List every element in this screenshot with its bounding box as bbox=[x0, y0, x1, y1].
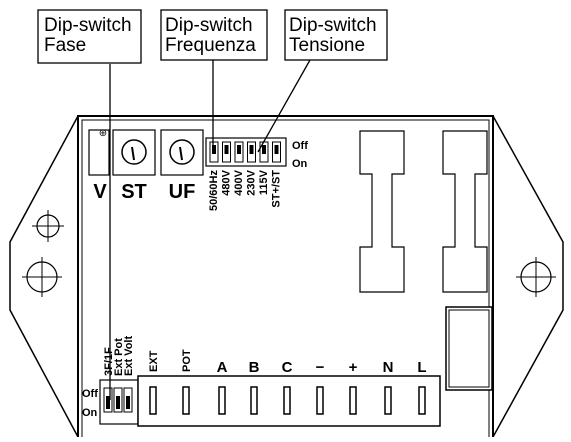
st-label: ST bbox=[121, 181, 147, 203]
dip-top-label-400v: 400V bbox=[233, 169, 245, 195]
dip-top-switch-400v[interactable] bbox=[234, 141, 244, 163]
callout-frequenza-line2: Frequenza bbox=[165, 35, 256, 56]
mounting-plate-outline bbox=[9, 115, 564, 438]
callout-frequenza: Dip-switch Frequenza bbox=[160, 9, 268, 61]
dip-bottom-on-label: On bbox=[82, 407, 98, 419]
terminal-minus[interactable] bbox=[349, 386, 357, 415]
terminal-b[interactable] bbox=[250, 386, 258, 415]
side-connector-outer bbox=[445, 306, 493, 391]
dip-top-on-label: On bbox=[292, 158, 308, 170]
dip-top-label-st-st: ST+/ST bbox=[271, 170, 283, 208]
terminal-label-pot: POT bbox=[181, 349, 193, 372]
terminal-label-plus: + bbox=[349, 359, 358, 376]
terminal-l[interactable] bbox=[418, 386, 426, 415]
side-connector-inner bbox=[448, 309, 490, 388]
callout-tensione: Dip-switch Tensione bbox=[284, 9, 388, 61]
dip-top-label-115v: 115V bbox=[258, 169, 270, 195]
terminal-label-l: L bbox=[417, 359, 426, 376]
mounting-hole-right bbox=[516, 257, 556, 297]
st-trimmer[interactable] bbox=[112, 129, 156, 176]
module-outline bbox=[77, 115, 494, 437]
terminal-pot[interactable] bbox=[182, 386, 190, 415]
dip-bottom-label-3f-1f: 3F/1F bbox=[103, 347, 115, 376]
callout-tensione-line1: Dip-switch bbox=[289, 15, 377, 36]
dip-top-switch-50-60hz[interactable] bbox=[209, 141, 219, 163]
dip-top-switch-115v[interactable] bbox=[259, 141, 269, 163]
dip-top-label-230v: 230V bbox=[246, 169, 258, 195]
terminal-c[interactable] bbox=[283, 386, 291, 415]
dip-bottom-switch-3f-1f[interactable] bbox=[103, 387, 113, 413]
terminal-a[interactable] bbox=[218, 386, 226, 415]
module-inner-outline bbox=[81, 119, 490, 437]
dip-top-switch-230v[interactable] bbox=[247, 141, 256, 163]
mounting-hole-left-large bbox=[22, 257, 62, 297]
dip-top-switch-st-st[interactable] bbox=[272, 141, 281, 163]
dip-top-off-label: Off bbox=[292, 140, 308, 152]
uf-label: UF bbox=[169, 181, 196, 203]
terminal-label-b: B bbox=[249, 359, 260, 376]
dip-top-label-480v: 480V bbox=[221, 169, 233, 195]
terminal-label-ext: EXT bbox=[148, 350, 160, 372]
dip-bottom-label-ext-pot: Ext Pot bbox=[113, 338, 125, 376]
callout-frequenza-line1: Dip-switch bbox=[165, 15, 253, 36]
uf-trimmer[interactable] bbox=[160, 129, 204, 176]
mounting-hole-left-small bbox=[32, 210, 64, 242]
callout-fase: Dip-switch Fase bbox=[37, 9, 142, 64]
terminal-label-c: C bbox=[282, 359, 293, 376]
ground-icon: ⊕ bbox=[99, 128, 107, 139]
callout-tensione-leader bbox=[257, 59, 311, 153]
callout-tensione-line2: Tensione bbox=[289, 35, 365, 56]
callout-fase-line2: Fase bbox=[44, 35, 86, 56]
dip-bottom-label-ext-volt: Ext Volt bbox=[123, 336, 135, 376]
terminal-ext[interactable] bbox=[149, 386, 157, 415]
v-label: V bbox=[93, 181, 107, 203]
component-footprint-left bbox=[359, 130, 405, 293]
terminal-label-n: N bbox=[383, 359, 394, 376]
v-trimmer-block bbox=[88, 129, 110, 176]
dip-bottom-switch-ext-volt[interactable] bbox=[123, 387, 133, 413]
terminal-n[interactable] bbox=[384, 386, 392, 415]
dip-bottom-switch-ext-pot[interactable] bbox=[113, 387, 123, 413]
component-footprint-right bbox=[442, 130, 488, 293]
dip-top-label-50-60hz: 50/60Hz bbox=[208, 170, 220, 211]
terminal-label-a: A bbox=[217, 359, 228, 376]
callout-fase-line1: Dip-switch bbox=[44, 15, 132, 36]
dip-bottom-off-label: Off bbox=[82, 388, 98, 400]
dip-top-switch-480v[interactable] bbox=[222, 141, 231, 163]
terminal-minus[interactable] bbox=[316, 386, 324, 415]
terminal-label-minus: − bbox=[316, 359, 325, 376]
